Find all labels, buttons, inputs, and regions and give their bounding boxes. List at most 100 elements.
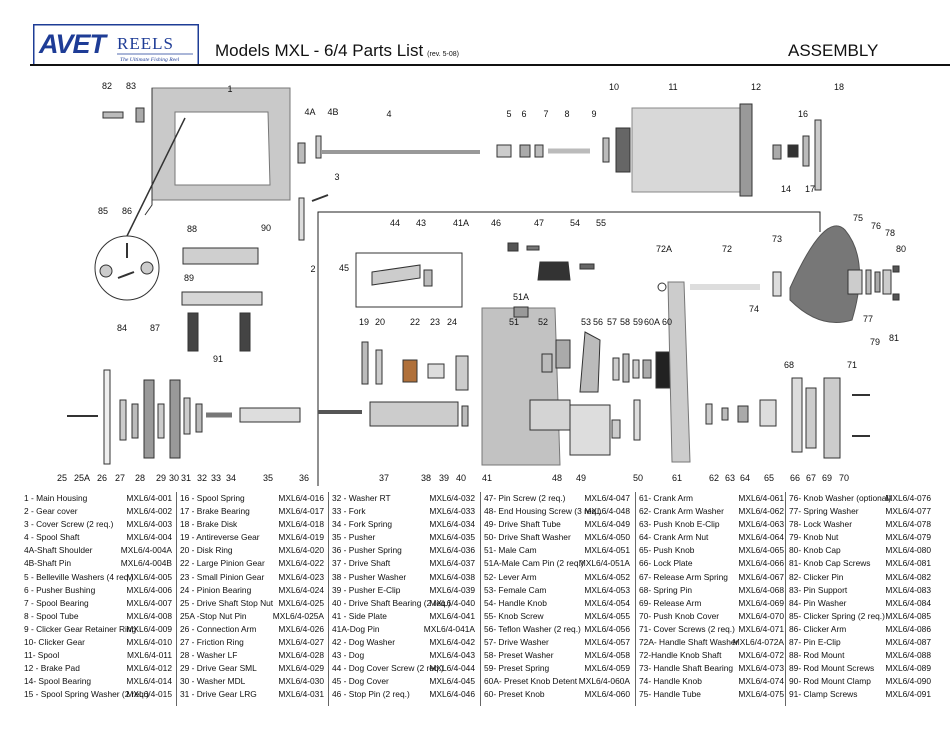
- exploded-assembly-diagram: 12344A4B56789101112141617181920222324252…: [57, 81, 906, 486]
- part-name: 60A- Preset Knob Detent: [484, 676, 578, 687]
- part-number: MXL6/4-015: [126, 689, 172, 700]
- part-number: MXL6/4-082: [885, 571, 931, 582]
- callout-label: 43: [416, 218, 426, 228]
- part-name: 41 - Side Plate: [332, 610, 387, 621]
- callout-label: 45: [339, 263, 349, 273]
- part-name: 48- End Housing Screw (3 req.): [484, 506, 602, 517]
- part-name: 57- Drive Washer: [484, 637, 549, 648]
- part-name: 10- Clicker Gear: [24, 637, 85, 648]
- part-row: 2 - Gear cover MXL6/4-002: [24, 505, 172, 518]
- column-divider: [328, 492, 329, 706]
- part-row: 71- Cover Screws (2 req.)MXL6/4-071: [639, 623, 784, 636]
- part-number: MXL6/4-083: [885, 584, 931, 595]
- callout-label: 60: [662, 317, 672, 327]
- part-number: MXL6/4-084: [885, 597, 931, 608]
- callout-label: 11: [668, 82, 677, 92]
- callout-label: 41: [482, 473, 492, 483]
- callout-label: 57: [607, 317, 617, 327]
- callout-label: 62: [709, 473, 719, 483]
- callout-label: 24: [447, 317, 457, 327]
- callout-label: 56: [593, 317, 603, 327]
- part-name: 74- Handle Knob: [639, 676, 702, 687]
- part-name: 77- Spring Washer: [789, 506, 859, 517]
- callout-label: 86: [122, 206, 132, 216]
- callout-label: 85: [98, 206, 108, 216]
- part-number: MXL6/4-051: [584, 545, 630, 556]
- part-number: MXL6/4-048: [584, 506, 630, 517]
- part-name: 55- Knob Screw: [484, 610, 544, 621]
- callout-label: 1: [227, 84, 232, 94]
- callout-label: 84: [117, 323, 127, 333]
- part-number: MXL6/4-002: [126, 506, 172, 517]
- part-row: 85- Clicker Spring (2 req.)MXL6/4-085: [789, 610, 931, 623]
- callout-label: 17: [805, 184, 815, 194]
- part-name: 2 - Gear cover: [24, 506, 78, 517]
- part-number: MXL6/4-087: [885, 637, 931, 648]
- part-name: 62- Crank Arm Washer: [639, 506, 724, 517]
- part-name: 47- Pin Screw (2 req.): [484, 493, 566, 503]
- callout-label: 61: [672, 473, 682, 483]
- part-name: 18 - Brake Disk: [180, 519, 238, 530]
- part-number: MXL6/4-046: [429, 689, 475, 700]
- callout-label: 91: [213, 354, 223, 364]
- part-name: 17 - Brake Bearing: [180, 506, 250, 517]
- column-divider: [785, 492, 786, 706]
- part-number: MXL6/4-020: [278, 545, 324, 556]
- section-title: ASSEMBLY: [788, 41, 879, 60]
- part-name: 23 - Small Pinion Gear: [180, 571, 265, 582]
- part-name: 34 - Fork Spring: [332, 519, 393, 530]
- part-name: 30 - Washer MDL: [180, 676, 246, 687]
- callout-label: 4B: [327, 107, 338, 117]
- part-number: MXL6/4-072: [738, 650, 784, 661]
- part-number: MXL6/4-058: [584, 650, 630, 661]
- callout-label: 46: [491, 218, 501, 228]
- part-name: 5 - Belleville Washers (4 req.): [24, 571, 134, 582]
- part-number: MXL6/4-068: [738, 584, 784, 595]
- part-number: MXL6/4-035: [429, 532, 475, 543]
- callout-label: 26: [97, 473, 107, 483]
- part-number: MXL6/4-073: [738, 663, 784, 674]
- part-name: 25A -Stop Nut Pin: [180, 610, 247, 621]
- part-number: MXL6/4-040: [429, 597, 475, 608]
- part-name: 75- Handle Tube: [639, 689, 701, 700]
- part-row: 51A-Male Cam Pin (2 req.)MXL6/4-051A: [484, 557, 630, 570]
- part-name: 38 - Pusher Washer: [332, 571, 407, 582]
- callout-label: 12: [751, 82, 761, 92]
- part-number: MXL6/4-004: [126, 532, 172, 543]
- column-divider: [480, 492, 481, 706]
- part-number: MXL6/4-003: [126, 519, 172, 530]
- part-number: MXL6/4-016: [278, 493, 324, 503]
- part-number: MXL6/4-001: [126, 493, 172, 503]
- part-number: MXL6/4-080: [885, 545, 931, 556]
- callout-label: 72A: [656, 244, 672, 254]
- callout-label: 49: [576, 473, 586, 483]
- callout-label: 81: [889, 333, 899, 343]
- part-number: MXL6/4-041: [429, 610, 475, 621]
- callout-label: 25: [57, 473, 67, 483]
- callout-label: 66: [790, 473, 800, 483]
- part-number: MXL6/4-081: [885, 558, 931, 569]
- part-name: 68- Spring Pin: [639, 584, 693, 595]
- part-name: 78- Lock Washer: [789, 519, 852, 530]
- part-number: MXL6/4-012: [126, 663, 172, 674]
- part-number: MXL6/4-044: [429, 663, 475, 674]
- part-number: MXL6/4-079: [885, 532, 931, 543]
